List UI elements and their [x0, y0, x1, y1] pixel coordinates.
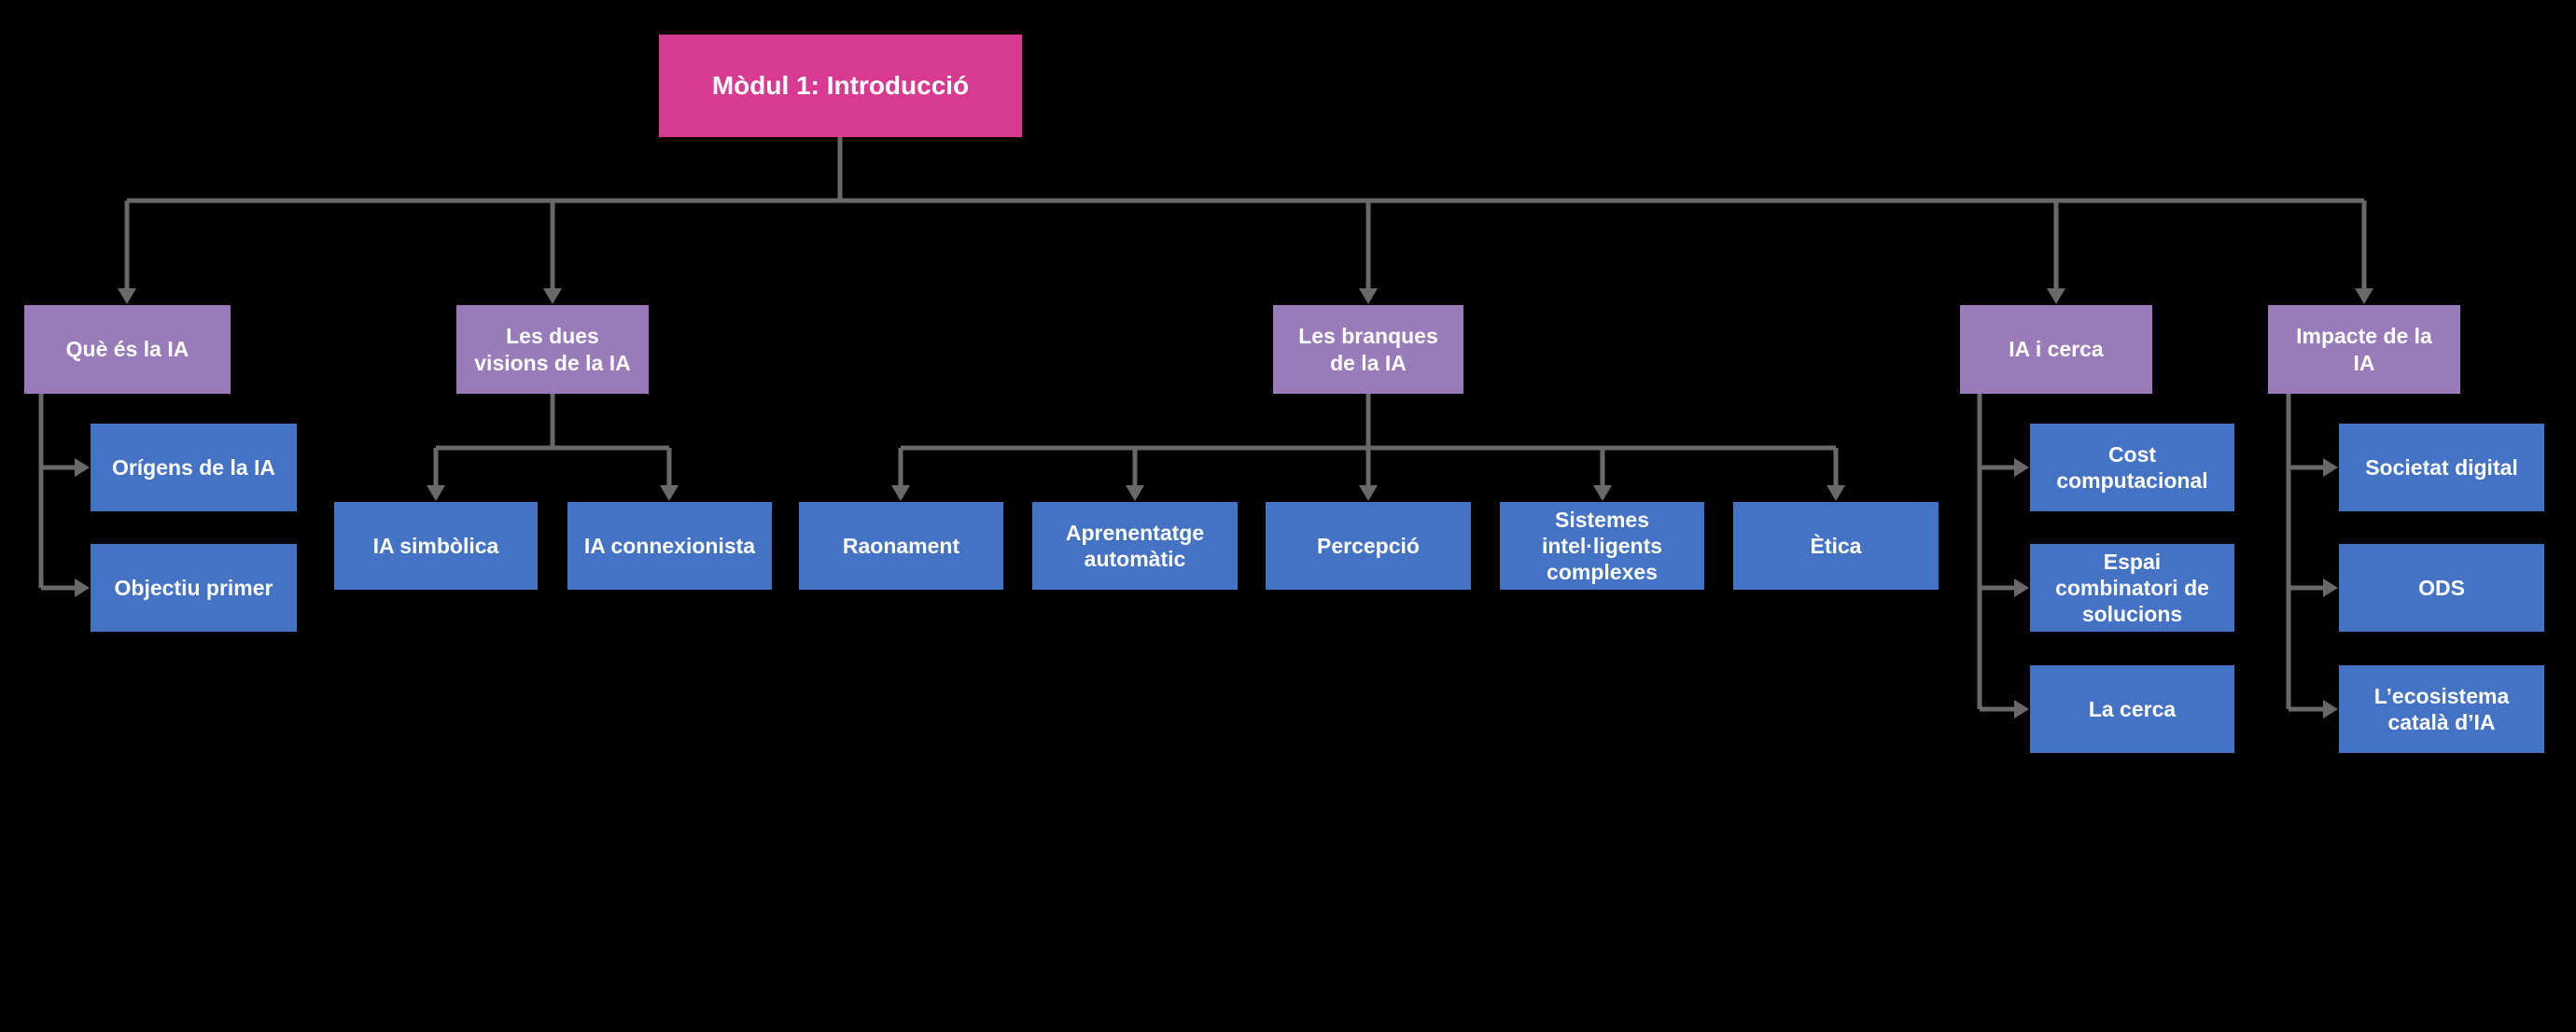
- arrow-down-icon: [2355, 288, 2373, 304]
- node-la-cerca: La cerca: [2030, 665, 2234, 753]
- arrow-right-icon: [2323, 458, 2338, 477]
- node-label: ODS: [2418, 575, 2465, 600]
- arrow-right-icon: [2323, 700, 2338, 718]
- group3-bus-line: [898, 394, 1839, 486]
- arrow-down-icon: [1593, 485, 1612, 501]
- arrow-right-icon: [2014, 579, 2029, 597]
- arrow-down-icon: [543, 288, 562, 304]
- group1-elbow-line: [38, 394, 75, 591]
- node-label: Raonament: [842, 533, 960, 558]
- arrow-down-icon: [1359, 485, 1378, 501]
- node-impacte-de-la-ia: Impacte de la IA: [2268, 305, 2460, 394]
- arrow-down-icon: [1827, 485, 1845, 501]
- node-les-dues-visions: Les dues visions de la IA: [456, 305, 649, 394]
- arrow-down-icon: [1126, 485, 1144, 501]
- node-espai-combinatori: Espai combinatori de solucions: [2030, 544, 2234, 632]
- arrow-right-icon: [2014, 700, 2029, 718]
- node-aprenentatge-automatic: Aprenentatge automàtic: [1032, 502, 1238, 590]
- node-ia-simbolica: IA simbòlica: [334, 502, 538, 590]
- node-societat-digital: Societat digital: [2339, 424, 2544, 511]
- node-que-es-la-ia: Què és la IA: [24, 305, 231, 394]
- node-percepcio: Percepció: [1266, 502, 1471, 590]
- node-label: Aprenentatge automàtic: [1065, 520, 1205, 571]
- arrow-right-icon: [2014, 458, 2029, 477]
- arrow-down-icon: [660, 485, 679, 501]
- node-sistemes-intelligents-complexes: Sistemes intel·ligents complexes: [1500, 502, 1704, 590]
- node-les-branques: Les branques de la IA: [1273, 305, 1463, 394]
- node-label: Impacte de la IA: [2296, 324, 2432, 375]
- group5-elbow-line: [2286, 394, 2323, 712]
- node-etica: Ètica: [1733, 502, 1939, 590]
- node-label: Espai combinatori de solucions: [2055, 549, 2209, 627]
- node-label: Percepció: [1317, 533, 1420, 558]
- node-label: Sistemes intel·ligents complexes: [1541, 507, 1663, 585]
- arrow-down-icon: [427, 485, 445, 501]
- node-modul-1-introduccio: Mòdul 1: Introducció: [659, 35, 1022, 137]
- arrow-down-icon: [2047, 288, 2065, 304]
- node-label: Les dues visions de la IA: [474, 324, 631, 375]
- node-label: La cerca: [2088, 696, 2177, 721]
- node-label: IA i cerca: [2009, 337, 2104, 362]
- arrow-right-icon: [2323, 579, 2338, 597]
- arrow-down-icon: [891, 485, 910, 501]
- group4-elbow-line: [1977, 394, 2014, 712]
- group2-bus-line: [433, 394, 672, 486]
- node-label: IA simbòlica: [372, 533, 499, 558]
- node-origens-de-la-ia: Orígens de la IA: [91, 424, 297, 511]
- node-label: L’ecosistema català d’IA: [2373, 683, 2510, 734]
- node-label: Societat digital: [2365, 454, 2518, 480]
- node-label: Les branques de la IA: [1298, 324, 1438, 375]
- node-label: Mòdul 1: Introducció: [711, 70, 970, 100]
- arrow-right-icon: [75, 458, 90, 477]
- node-label: Què és la IA: [65, 337, 189, 362]
- node-ia-connexionista: IA connexionista: [567, 502, 772, 590]
- arrow-down-icon: [1359, 288, 1378, 304]
- node-label: Objectiu primer: [114, 575, 273, 600]
- node-objectiu-primer: Objectiu primer: [91, 544, 297, 632]
- node-label: Orígens de la IA: [111, 454, 276, 480]
- arrow-down-icon: [118, 288, 136, 304]
- arrow-right-icon: [75, 579, 90, 597]
- level1-bus-line: [124, 137, 2367, 290]
- node-label: Cost computacional: [2056, 441, 2208, 493]
- node-label: Ètica: [1810, 533, 1862, 558]
- node-cost-computacional: Cost computacional: [2030, 424, 2234, 511]
- node-raonament: Raonament: [799, 502, 1003, 590]
- node-ia-i-cerca: IA i cerca: [1960, 305, 2152, 394]
- node-ods: ODS: [2339, 544, 2544, 632]
- node-label: IA connexionista: [583, 533, 756, 558]
- node-ecosistema-catala-ia: L’ecosistema català d’IA: [2339, 665, 2544, 753]
